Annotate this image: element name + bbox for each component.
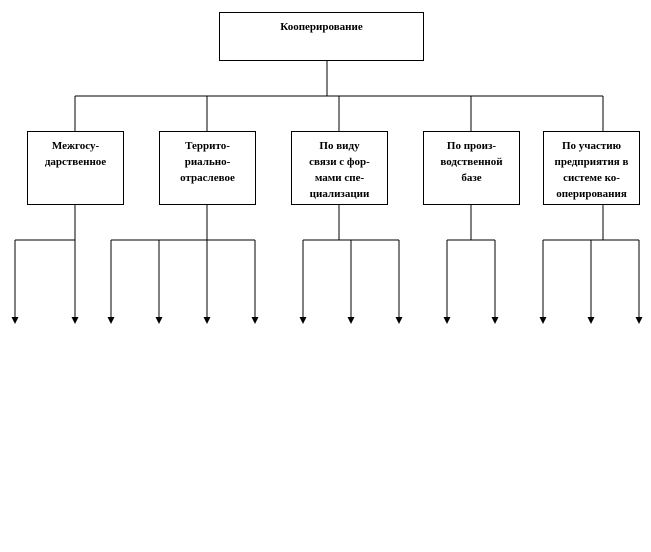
category-label-line: циализации <box>309 188 370 200</box>
arrow-head-icon <box>491 317 499 324</box>
root-node: Кооперирование <box>219 12 424 61</box>
category-label-line: отраслевое <box>180 172 235 184</box>
category-label-line: По произ- <box>446 140 497 152</box>
arrow-head-icon <box>107 317 115 324</box>
category-node-by-production-base: По произ- водственной базе <box>423 131 520 205</box>
arrow-head-icon <box>587 317 595 324</box>
category-label-line: водственной <box>440 156 503 168</box>
root-label: Кооперирование <box>280 21 363 33</box>
category-label-line: По виду <box>319 140 360 152</box>
category-node-by-enterprise-participation: По участию предприятия в системе ко- опе… <box>543 131 640 205</box>
category-node-by-link-type: По виду связи с фор- мами спе- циализаци… <box>291 131 388 205</box>
category-label-line: Межгосу- <box>51 140 100 152</box>
arrow-head-icon <box>11 317 19 324</box>
category-label-line: дарственное <box>44 156 107 168</box>
arrow-head-icon <box>635 317 643 324</box>
category-label-line: По участию <box>561 140 622 152</box>
arrow-head-icon <box>251 317 259 324</box>
category-label-line: базе <box>461 172 482 184</box>
category-node-interstate: Межгосу- дарственное <box>27 131 124 205</box>
arrow-head-icon <box>203 317 211 324</box>
category-label-line: оперирования <box>556 188 627 200</box>
arrow-head-icon <box>299 317 307 324</box>
category-label-line: риально- <box>184 156 231 168</box>
arrow-head-icon <box>71 317 79 324</box>
arrow-head-icon <box>347 317 355 324</box>
category-label-line: системе ко- <box>563 172 620 184</box>
arrow-head-icon <box>539 317 547 324</box>
category-label-line: предприятия в <box>554 156 629 168</box>
arrow-head-icon <box>443 317 451 324</box>
category-label-line: связи с фор- <box>309 156 370 168</box>
arrow-head-icon <box>155 317 163 324</box>
category-label-line: мами спе- <box>314 172 365 184</box>
arrow-head-icon <box>395 317 403 324</box>
category-label-line: Террито- <box>185 140 230 152</box>
category-node-territorial-sectoral: Террито- риально- отраслевое <box>159 131 256 205</box>
